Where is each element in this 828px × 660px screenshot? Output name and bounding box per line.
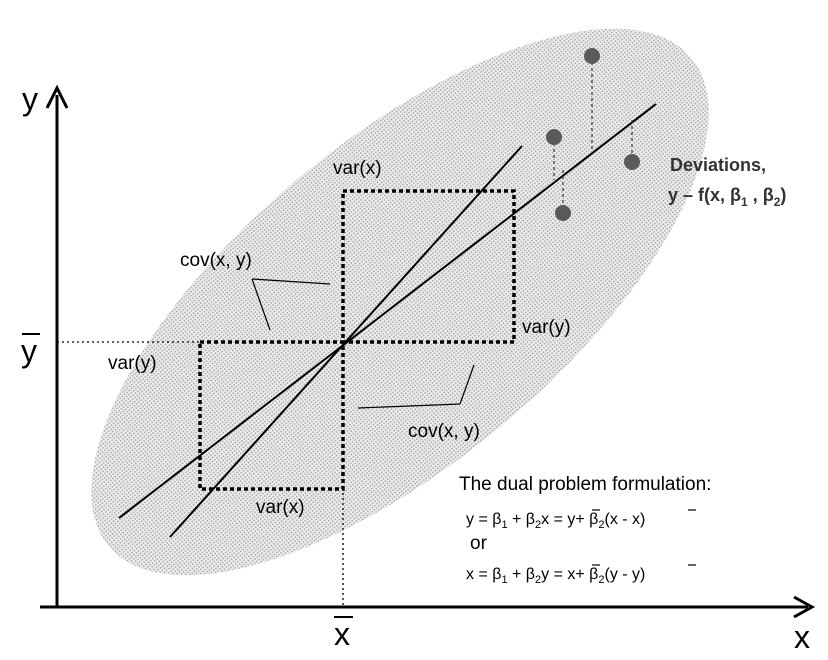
var-x-upper-square (341, 189, 516, 344)
x-mean-label: x (334, 616, 350, 652)
var-y-left-label: var(y) (108, 353, 157, 374)
regression-line-x-on-y (169, 145, 523, 538)
formulation-title: The dual problem formulation: (459, 474, 711, 495)
formulation-equation-2: x = β1 + β2y = x+ β2(y - y) (466, 566, 645, 586)
y-mean-label: y (21, 333, 37, 369)
formulation-or: or (470, 533, 488, 554)
cov-xy-upper-label: cov(x, y) (180, 250, 252, 271)
cov-lower-leader-2 (459, 364, 475, 405)
cov-upper-leader (251, 278, 271, 331)
cov-upper-leader-2 (251, 278, 331, 285)
deviations-formula: y – f(x, β1 , β2) (668, 185, 786, 209)
deviations-title: Deviations, (670, 155, 766, 175)
x-axis-label: x (794, 619, 810, 655)
y-axis-arrowhead (45, 84, 69, 109)
data-point (624, 154, 640, 170)
regression-line-y-on-x (118, 103, 657, 519)
x-axis-arrowhead (793, 595, 816, 619)
y-axis-label: y (22, 81, 38, 117)
formulation-equation-1: y = β1 + β2x = y+ β2(x - x) (466, 511, 645, 531)
var-y-right-label: var(y) (522, 317, 571, 338)
axes (40, 84, 816, 619)
var-y-lower-square (198, 340, 345, 491)
var-x-top-label: var(x) (333, 158, 382, 179)
data-point (584, 48, 600, 64)
cov-xy-lower-label: cov(x, y) (408, 421, 480, 442)
var-x-bottom-label: var(x) (256, 497, 305, 518)
data-point (555, 205, 571, 221)
data-ellipse (91, 28, 709, 576)
data-point (546, 129, 562, 145)
cov-lower-leader (357, 403, 461, 409)
